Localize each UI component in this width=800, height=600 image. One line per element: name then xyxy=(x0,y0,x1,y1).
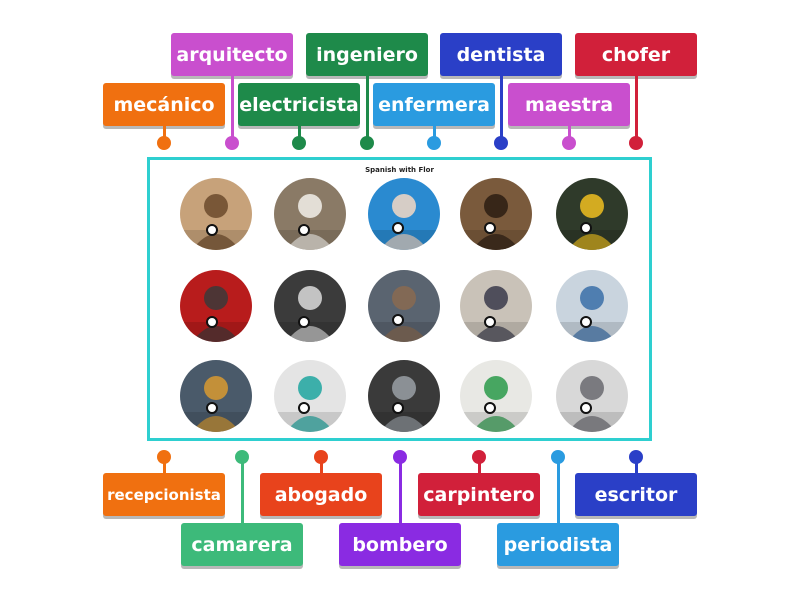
board-title: Spanish with Flor xyxy=(365,166,434,174)
drop-target[interactable] xyxy=(484,402,496,414)
pin-line xyxy=(297,126,301,143)
carpenter-photo xyxy=(180,178,252,250)
label-text: ingeniero xyxy=(316,43,418,66)
pin-dot xyxy=(472,450,486,464)
drop-target[interactable] xyxy=(298,316,310,328)
label-text: arquitecto xyxy=(176,43,288,66)
image-board: Spanish with Flor xyxy=(147,157,652,441)
label-periodista[interactable]: periodista xyxy=(497,523,619,566)
label-text: escritor xyxy=(594,483,678,506)
label-text: abogado xyxy=(274,483,368,506)
drop-target[interactable] xyxy=(392,314,404,326)
label-dentista[interactable]: dentista xyxy=(440,33,562,76)
pin-line xyxy=(365,76,369,143)
label-carpintero[interactable]: carpintero xyxy=(418,473,540,516)
drop-target[interactable] xyxy=(580,402,592,414)
lawyer-photo xyxy=(460,178,532,250)
pin-dot xyxy=(292,136,306,150)
pin-line xyxy=(634,76,638,143)
pin-line xyxy=(162,457,166,473)
pin-line xyxy=(162,126,166,143)
label-arquitecto[interactable]: arquitecto xyxy=(171,33,293,76)
firefighter-photo xyxy=(180,270,252,342)
pin-dot xyxy=(427,136,441,150)
label-text: dentista xyxy=(456,43,546,66)
pin-dot xyxy=(157,450,171,464)
receptionist-photo xyxy=(460,270,532,342)
pin-dot xyxy=(314,450,328,464)
label-recepcionista[interactable]: recepcionista xyxy=(103,473,225,516)
pin-dot xyxy=(629,450,643,464)
drop-target[interactable] xyxy=(206,402,218,414)
label-text: bombero xyxy=(352,533,448,556)
label-ingeniero[interactable]: ingeniero xyxy=(306,33,428,76)
label-text: electricista xyxy=(239,93,359,116)
drop-target[interactable] xyxy=(298,224,310,236)
label-text: maestra xyxy=(524,93,614,116)
pin-dot xyxy=(551,450,565,464)
label-text: chofer xyxy=(601,43,671,66)
writer-photo xyxy=(556,360,628,432)
drop-target[interactable] xyxy=(580,316,592,328)
label-text: periodista xyxy=(503,533,613,556)
label-bombero[interactable]: bombero xyxy=(339,523,461,566)
pin-line xyxy=(567,126,571,143)
drop-target[interactable] xyxy=(206,316,218,328)
drop-target[interactable] xyxy=(392,402,404,414)
pin-line xyxy=(634,457,638,473)
teacher-photo xyxy=(556,178,628,250)
pin-line xyxy=(477,457,481,473)
pin-line xyxy=(319,457,323,473)
pin-dot xyxy=(360,136,374,150)
label-text: recepcionista xyxy=(107,485,221,504)
label-enfermera[interactable]: enfermera xyxy=(373,83,495,126)
label-camarera[interactable]: camarera xyxy=(181,523,303,566)
label-maestra[interactable]: maestra xyxy=(508,83,630,126)
label-text: mecánico xyxy=(113,93,215,116)
label-text: enfermera xyxy=(378,93,490,116)
pin-line xyxy=(230,76,234,143)
label-mecanico[interactable]: mecánico xyxy=(103,83,225,126)
car-engine-photo xyxy=(368,360,440,432)
label-escritor[interactable]: escritor xyxy=(575,473,697,516)
pin-line xyxy=(240,457,244,523)
label-text: camarera xyxy=(191,533,293,556)
pin-line xyxy=(398,457,402,523)
drop-target[interactable] xyxy=(392,222,404,234)
drop-target[interactable] xyxy=(580,222,592,234)
pin-line xyxy=(499,76,503,143)
pin-dot xyxy=(629,136,643,150)
engineer-photo xyxy=(556,270,628,342)
label-text: carpintero xyxy=(423,483,535,506)
journalist-photo xyxy=(274,270,346,342)
drop-target[interactable] xyxy=(298,402,310,414)
nurse-photo xyxy=(274,360,346,432)
label-abogado[interactable]: abogado xyxy=(260,473,382,516)
label-electricista[interactable]: electricista xyxy=(238,83,360,126)
drop-target[interactable] xyxy=(484,222,496,234)
drop-target[interactable] xyxy=(484,316,496,328)
waiter-photo xyxy=(274,178,346,250)
mechanic-photo xyxy=(368,270,440,342)
pin-dot xyxy=(225,136,239,150)
label-chofer[interactable]: chofer xyxy=(575,33,697,76)
pin-line xyxy=(556,457,560,523)
pin-dot xyxy=(562,136,576,150)
electrician-photo xyxy=(180,360,252,432)
dentist-photo xyxy=(368,178,440,250)
architect-photo xyxy=(460,360,532,432)
pin-dot xyxy=(235,450,249,464)
pin-line xyxy=(432,126,436,143)
pin-dot xyxy=(393,450,407,464)
pin-dot xyxy=(494,136,508,150)
pin-dot xyxy=(157,136,171,150)
drop-target[interactable] xyxy=(206,224,218,236)
